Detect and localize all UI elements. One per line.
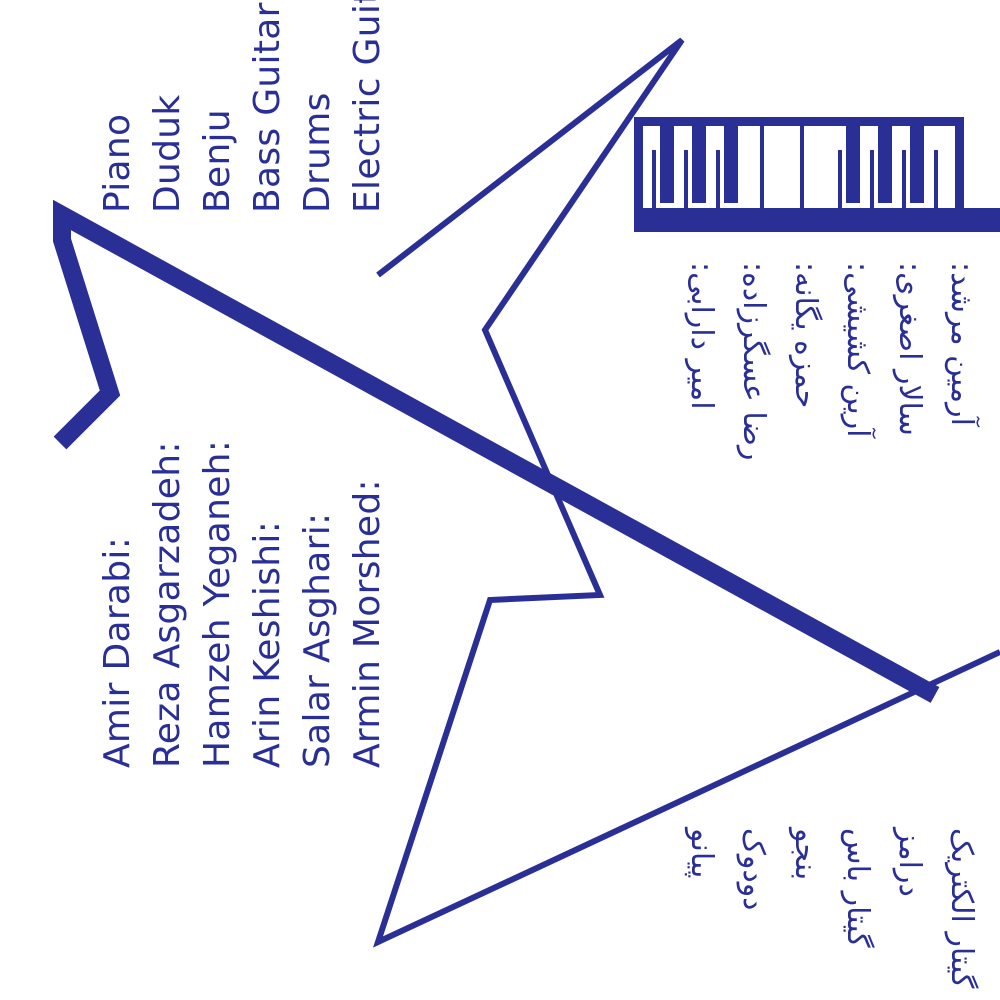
piano-keys-icon bbox=[634, 117, 1000, 232]
instrument-fa-piano: پیانو bbox=[684, 828, 719, 879]
musician-en-hamzeh-yeganeh: Hamzeh Yeganeh: bbox=[197, 439, 238, 768]
musician-fa-amir-darabi: امیر دارابی: bbox=[684, 262, 719, 410]
instrument-fa-drums: درامز bbox=[892, 828, 927, 897]
instrument-en-duduk: Duduk bbox=[147, 94, 188, 213]
musician-fa-arin-keshishi: آرین کشیشی: bbox=[840, 262, 875, 438]
musician-en-salar-asghari: Salar Asghari: bbox=[297, 512, 338, 768]
instrument-en-benju: Benju bbox=[197, 109, 238, 213]
instrument-en-bass-guitar: Bass Guitar bbox=[247, 2, 288, 213]
instrument-en-electric-guitar: Electric Guitar bbox=[347, 0, 388, 213]
musician-en-armin-morshed: Armin Morshed: bbox=[347, 479, 388, 768]
instrument-fa-duduk: دودوک bbox=[736, 828, 771, 911]
instrument-en-piano: Piano bbox=[97, 113, 138, 213]
guitar-headstock bbox=[53, 199, 940, 703]
musician-fa-reza-asgarzadeh: رضا عسگرزاده: bbox=[736, 262, 771, 461]
musician-en-amir-darabi: Amir Darabi: bbox=[97, 536, 138, 768]
musician-fa-salar-asghari: سالار اصغری: bbox=[892, 262, 927, 436]
instrument-fa-benju: بنجو bbox=[788, 828, 823, 881]
musician-fa-hamzeh-yeganeh: حمزه یگانه: bbox=[788, 262, 823, 409]
musician-en-arin-keshishi: Arin Keshishi: bbox=[247, 520, 288, 768]
instrument-en-drums: Drums bbox=[297, 92, 338, 213]
musician-fa-armin-morshed: آرمین مرشد: bbox=[944, 262, 979, 426]
instrument-fa-bass-guitar: گیتار باس bbox=[840, 828, 875, 948]
musician-en-reza-asgarzadeh: Reza Asgarzadeh: bbox=[147, 441, 188, 768]
instrument-fa-electric-guitar: گیتار الکتریک bbox=[944, 828, 979, 989]
guitar-outline-upper bbox=[372, 37, 1000, 948]
